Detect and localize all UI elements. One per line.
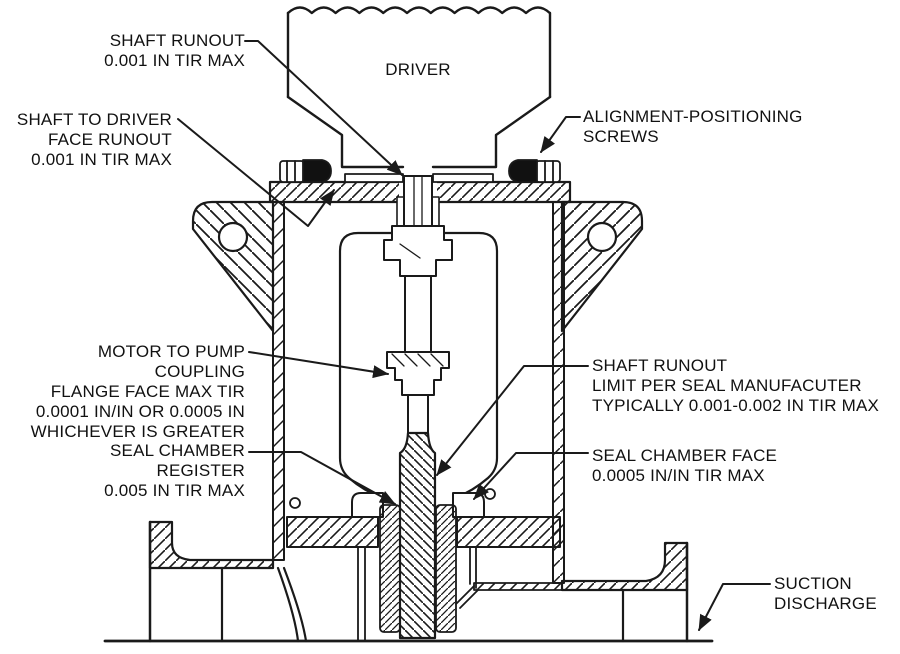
alignment-screw-left bbox=[279, 159, 332, 183]
label-alignment-positioning-screws: ALIGNMENT-POSITIONING SCREWS bbox=[583, 107, 803, 146]
alignment-screw-right bbox=[508, 159, 561, 183]
leader-shaft-runout-seal bbox=[436, 365, 589, 476]
seal-chamber bbox=[286, 488, 561, 642]
label-shaft-runout-top: SHAFT RUNOUT 0.001 IN TIR MAX bbox=[104, 31, 245, 70]
leader-motor-coupling bbox=[248, 351, 389, 379]
pump-casing bbox=[148, 520, 689, 643]
leader-seal-face bbox=[473, 452, 589, 500]
label-seal-chamber-register: SEAL CHAMBER REGISTER 0.005 IN TIR MAX bbox=[104, 441, 245, 500]
driver-outline bbox=[286, 6, 552, 169]
leader-seal-register bbox=[248, 451, 396, 505]
gusset-right bbox=[560, 200, 644, 333]
label-motor-to-pump-coupling: MOTOR TO PUMP COUPLING FLANGE FACE MAX T… bbox=[30, 342, 245, 441]
leader-lines bbox=[177, 40, 771, 631]
coupling-assembly bbox=[383, 175, 453, 434]
label-suction-discharge: SUCTION DISCHARGE bbox=[774, 574, 877, 613]
leader-suction-discharge bbox=[698, 583, 771, 631]
label-shaft-to-driver-face-runout: SHAFT TO DRIVER FACE RUNOUT 0.001 IN TIR… bbox=[16, 110, 172, 169]
leader-alignment-screws bbox=[540, 116, 581, 153]
label-seal-chamber-face: SEAL CHAMBER FACE 0.0005 IN/IN TIR MAX bbox=[592, 446, 778, 485]
gusset-left bbox=[191, 200, 275, 333]
leader-shaft-runout-top bbox=[244, 40, 403, 176]
label-shaft-runout-seal: SHAFT RUNOUT LIMIT PER SEAL MANUFACUTER … bbox=[592, 356, 880, 415]
leader-shaft-to-driver bbox=[177, 118, 335, 227]
label-driver: DRIVER bbox=[385, 60, 451, 79]
pump-shaft bbox=[398, 431, 437, 640]
